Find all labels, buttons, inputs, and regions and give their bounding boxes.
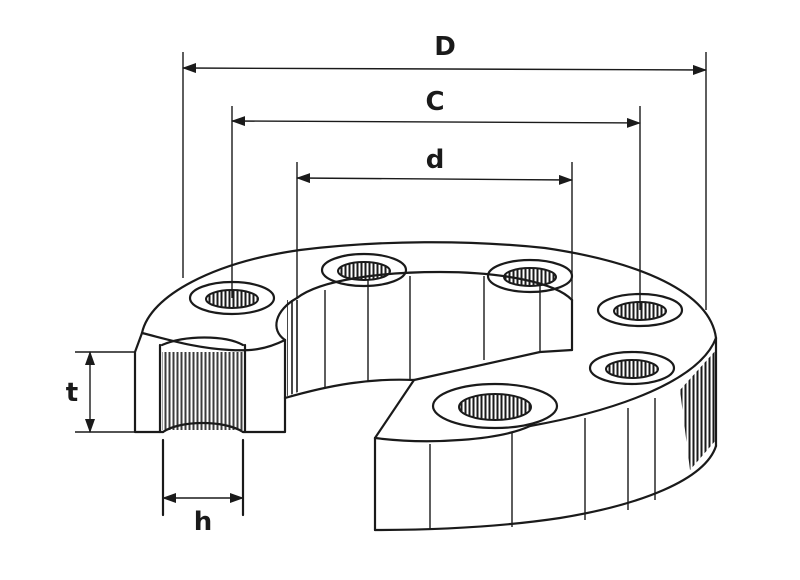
dimension-labels: D C d t h xyxy=(66,32,456,537)
dimension-lines xyxy=(85,63,707,503)
bolt-holes xyxy=(188,252,684,430)
label-h: h xyxy=(194,507,213,537)
bore-wall-lines xyxy=(324,276,541,388)
section-cut xyxy=(133,331,287,517)
bolt-hole xyxy=(188,280,276,316)
dimension-line-C xyxy=(231,116,641,128)
front-band-lines xyxy=(429,398,656,530)
label-C: C xyxy=(425,87,444,117)
label-t: t xyxy=(66,378,78,408)
bolt-hole xyxy=(596,292,684,328)
bolt-hole xyxy=(320,252,408,288)
bolt-hole xyxy=(588,350,676,386)
label-d: d xyxy=(426,145,445,175)
label-D: D xyxy=(434,32,456,62)
dimension-line-d xyxy=(296,173,573,185)
flange-body xyxy=(133,241,718,532)
dimension-line-D xyxy=(182,63,707,75)
bolt-hole xyxy=(486,258,574,294)
bolt-hole xyxy=(431,382,559,430)
